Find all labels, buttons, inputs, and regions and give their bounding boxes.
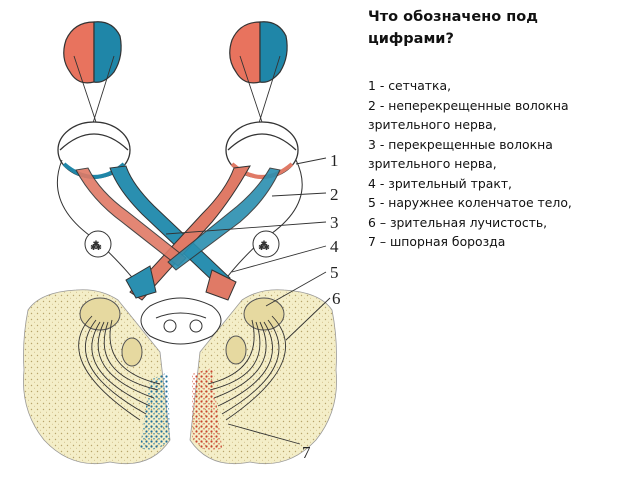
label-3: 3	[330, 213, 339, 232]
leader-lines	[165, 157, 331, 445]
optic-nerves	[75, 165, 281, 301]
label-5: 5	[330, 263, 339, 282]
answer-item: 4 - зрительный тракт,	[368, 175, 512, 191]
label-7: 7	[302, 443, 311, 462]
svg-text:⁂: ⁂	[91, 241, 101, 252]
eyeball-left	[57, 121, 131, 179]
answer-item: 5 - наружнее коленчатое тело,	[368, 195, 572, 210]
answer-item: 1 - сетчатка,	[368, 78, 452, 93]
visual-pathway-diagram: ⁂ ⁂	[23, 21, 341, 465]
cortex	[23, 289, 337, 465]
ganglion-circles: ⁂ ⁂	[84, 230, 280, 258]
label-2: 2	[330, 185, 339, 204]
answer-item: 3 - перекрещенные волокна зрительного не…	[368, 136, 553, 172]
eyeball-right	[225, 121, 299, 179]
midbrain	[140, 297, 222, 345]
lateral-geniculate-bodies	[79, 297, 285, 367]
label-1: 1	[330, 151, 339, 170]
answer-item: 2 - неперекрещенные волокна зрительного …	[368, 97, 569, 133]
visual-field-right	[229, 21, 288, 84]
label-4: 4	[330, 237, 339, 256]
answer-item: 6 – зрительная лучистость,	[368, 214, 548, 230]
question-heading: Что обозначено под цифрами?	[368, 9, 538, 47]
optic-radiation	[78, 315, 286, 421]
answer-list: 1 - сетчатка, 2 - неперекрещенные волокн…	[368, 76, 636, 252]
answer-item: 7 – шпорная борозда	[368, 234, 506, 249]
label-6: 6	[332, 289, 341, 308]
visual-field-left	[63, 21, 122, 84]
svg-text:⁂: ⁂	[259, 241, 269, 252]
optic-tracts	[125, 265, 237, 301]
